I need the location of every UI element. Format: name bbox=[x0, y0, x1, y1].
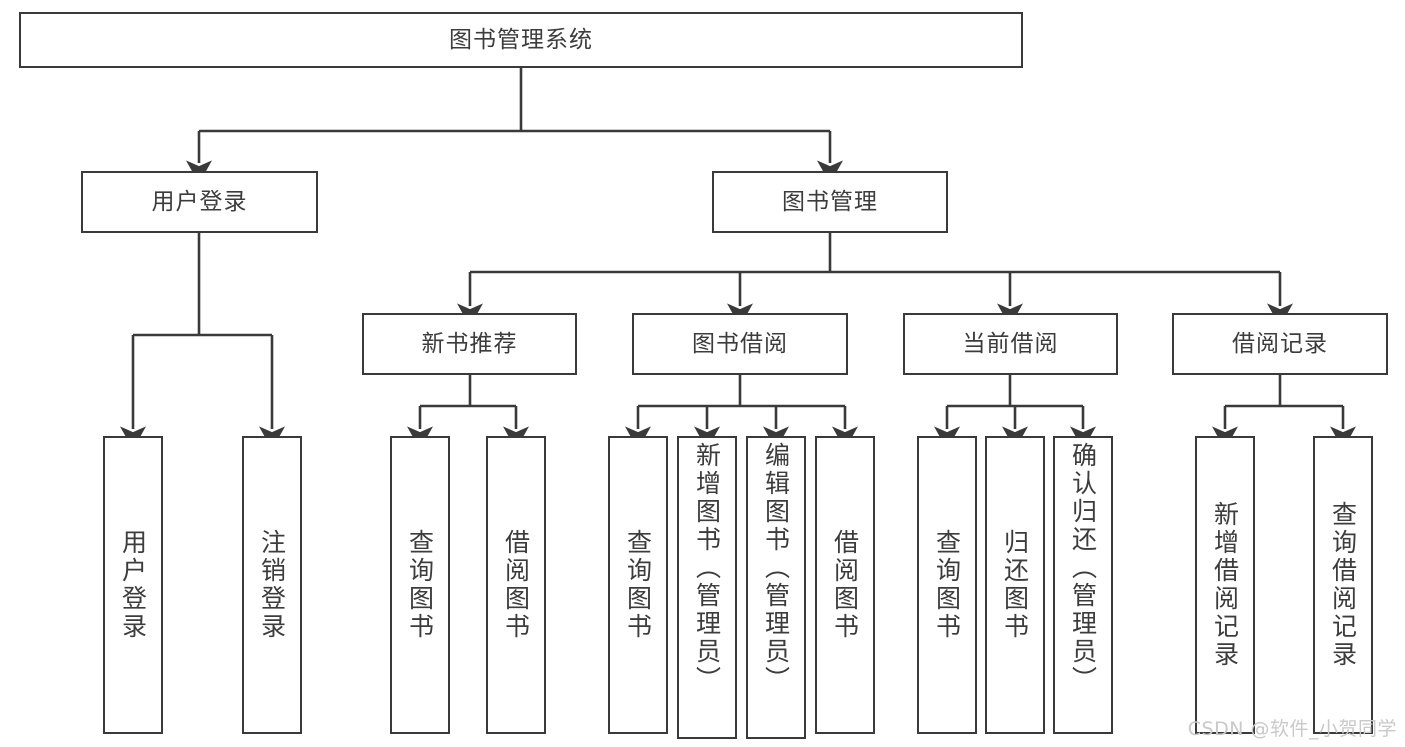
leaf-borrow-book-new[interactable]: 借阅图书 bbox=[486, 436, 546, 734]
leaf-query-book-new[interactable]: 查询图书 bbox=[390, 436, 450, 734]
node-label: 新书推荐 bbox=[421, 330, 518, 357]
node-label: 查询图书 bbox=[405, 529, 435, 641]
node-label: 图书借阅 bbox=[692, 330, 788, 357]
leaf-query-borrow-record[interactable]: 查询借阅记录 bbox=[1313, 436, 1373, 734]
node-new-book-recommend[interactable]: 新书推荐 bbox=[362, 313, 577, 375]
node-label: 用户登录 bbox=[118, 529, 148, 641]
leaf-logout[interactable]: 注销登录 bbox=[242, 436, 302, 734]
node-label: 归还图书 bbox=[1000, 529, 1030, 641]
leaf-user-login[interactable]: 用户登录 bbox=[103, 436, 163, 734]
node-label: 确认归还（管理员） bbox=[1068, 442, 1098, 694]
node-book-borrow[interactable]: 图书借阅 bbox=[632, 313, 848, 375]
node-label: 图书管理系统 bbox=[449, 26, 593, 53]
node-label: 查询借阅记录 bbox=[1328, 501, 1358, 669]
node-borrow-record[interactable]: 借阅记录 bbox=[1172, 313, 1388, 375]
watermark: CSDN @软件_小贺同学 bbox=[1187, 718, 1397, 740]
leaf-edit-book-admin[interactable]: 编辑图书（管理员） bbox=[746, 436, 806, 739]
node-user-login[interactable]: 用户登录 bbox=[81, 171, 318, 233]
leaf-borrow-book[interactable]: 借阅图书 bbox=[815, 436, 875, 734]
node-label: 新增借阅记录 bbox=[1210, 501, 1240, 669]
node-label: 注销登录 bbox=[257, 529, 287, 641]
node-label: 借阅记录 bbox=[1232, 330, 1328, 357]
node-label: 查询图书 bbox=[623, 529, 653, 641]
node-label: 借阅图书 bbox=[830, 529, 860, 641]
leaf-query-book-current[interactable]: 查询图书 bbox=[917, 436, 977, 734]
node-label: 图书管理 bbox=[782, 188, 878, 215]
node-label: 查询图书 bbox=[932, 529, 962, 641]
leaf-return-book[interactable]: 归还图书 bbox=[985, 436, 1045, 734]
leaf-add-borrow-record[interactable]: 新增借阅记录 bbox=[1195, 436, 1255, 734]
leaf-confirm-return-admin[interactable]: 确认归还（管理员） bbox=[1053, 436, 1113, 734]
node-label: 当前借阅 bbox=[962, 330, 1059, 357]
leaf-add-book-admin[interactable]: 新增图书（管理员） bbox=[677, 436, 737, 739]
node-current-borrow[interactable]: 当前借阅 bbox=[903, 313, 1118, 375]
node-book-management[interactable]: 图书管理 bbox=[712, 171, 948, 233]
node-label: 新增图书（管理员） bbox=[692, 442, 722, 694]
node-label: 借阅图书 bbox=[501, 529, 531, 641]
leaf-query-book[interactable]: 查询图书 bbox=[608, 436, 668, 734]
node-root-system[interactable]: 图书管理系统 bbox=[19, 12, 1023, 68]
node-label: 用户登录 bbox=[151, 188, 248, 215]
node-label: 编辑图书（管理员） bbox=[761, 442, 791, 694]
